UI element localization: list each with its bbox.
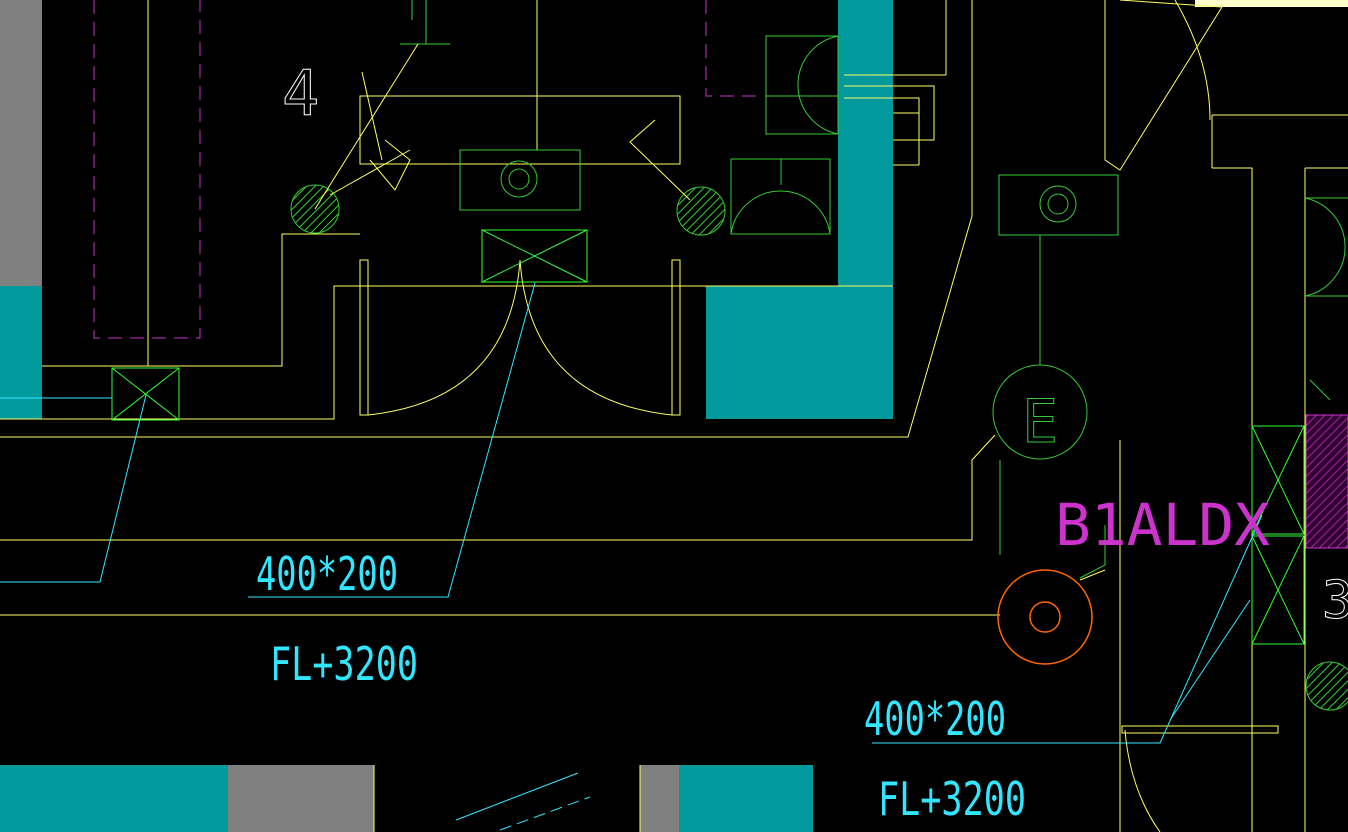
- duct-elevation-right: FL+3200: [878, 772, 1026, 826]
- wall-bottom-left: [0, 765, 228, 832]
- double-door-icon: [359, 259, 681, 416]
- column-top-left: [0, 0, 42, 286]
- duct-size-left: 400*200: [256, 547, 398, 601]
- hatched-sleeve-icon: [1305, 661, 1348, 711]
- duct-size-right: 400*200: [864, 692, 1006, 746]
- wall-left: [0, 286, 42, 419]
- wall-bottom-center: [679, 765, 813, 832]
- wall-top-center: [838, 0, 893, 286]
- leader-lines: [0, 282, 1263, 831]
- grid-number-right: 3: [1322, 571, 1348, 631]
- emergency-fixture-icon: E: [992, 364, 1088, 460]
- grid-number-top: 4: [282, 57, 319, 130]
- duct-elevation-left: FL+3200: [270, 637, 418, 691]
- round-diffuser-icon: [997, 569, 1093, 665]
- column-bottom-left: [228, 765, 374, 832]
- supply-diffuser-icon: [459, 149, 581, 211]
- panel-tag: B1ALDX: [1055, 491, 1270, 559]
- supply-diffuser-icon: [998, 174, 1119, 236]
- column-bottom-center: [640, 765, 679, 832]
- ceiling-outline-dashed: [93, 0, 760, 339]
- hvac-equipment: [400, 0, 1348, 579]
- wall-center-block: [706, 286, 893, 419]
- exhaust-fan-icon: [314, 43, 691, 210]
- wall-tag-top-right: [1195, 0, 1348, 7]
- fire-damper-icon: [111, 229, 1305, 645]
- hatched-panel: [1305, 414, 1348, 549]
- fixture-letter: E: [1022, 387, 1058, 457]
